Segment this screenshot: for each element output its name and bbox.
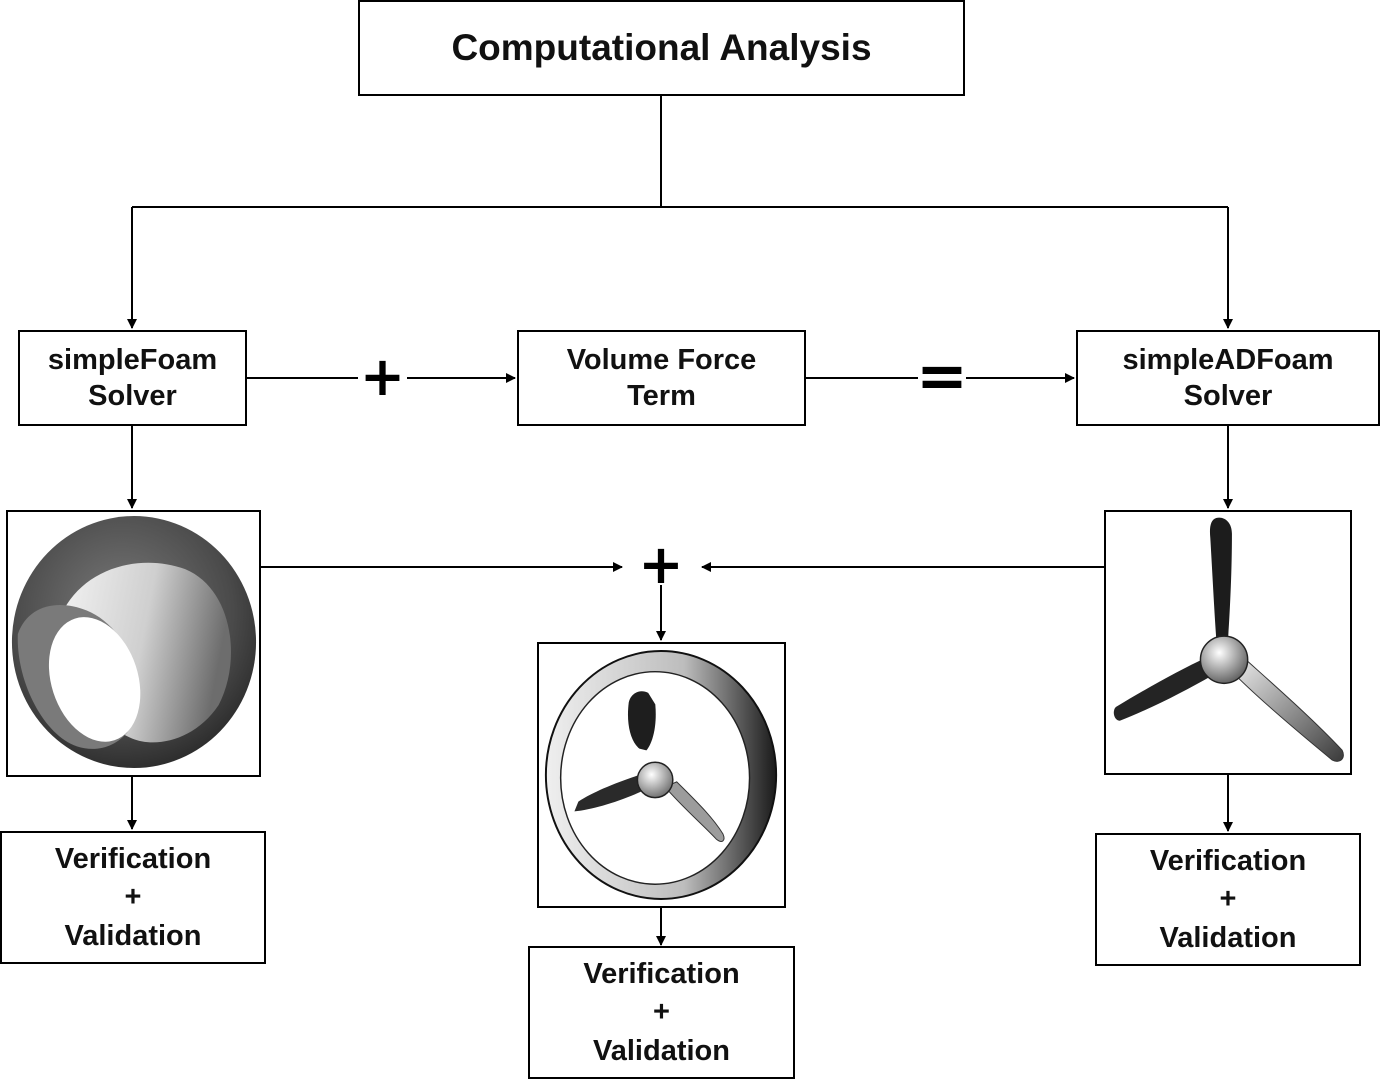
verification-validation-left: Verification + Validation [0, 831, 266, 964]
volume-force-term-box: Volume Force Term [517, 330, 806, 426]
verification-validation-right: Verification + Validation [1095, 833, 1361, 966]
simpleadfoam-solver-box: simpleADFoam Solver [1076, 330, 1380, 426]
simplefoam-line2: Solver [88, 380, 177, 412]
title-text: Computational Analysis [451, 26, 872, 68]
plus-operator-top: + [359, 345, 406, 408]
propeller-image-box [1104, 510, 1352, 775]
duct-image-box [6, 510, 261, 777]
volume-force-line2: Term [627, 380, 696, 412]
vv-middle-line3: Validation [593, 1034, 730, 1067]
propeller-icon [1113, 517, 1344, 762]
simpleadfoam-line1: simpleADFoam [1122, 343, 1334, 376]
ducted-propeller-icon [544, 650, 778, 900]
vv-left-line3: Validation [64, 919, 202, 952]
simplefoam-line1: simpleFoam [47, 343, 218, 376]
duct-icon [11, 516, 257, 769]
vv-right-line3: Validation [1159, 921, 1297, 954]
vv-left-line2: + [124, 881, 142, 914]
plus-operator-bottom: + [638, 533, 684, 596]
simplefoam-solver-box: simpleFoam Solver [18, 330, 247, 426]
simpleadfoam-line2: Solver [1183, 380, 1273, 412]
ducted-propeller-image-box [537, 642, 786, 908]
equals-operator: = [916, 339, 968, 412]
volume-force-line1: Volume Force [566, 343, 757, 376]
vv-right-line2: + [1219, 883, 1237, 916]
vv-right-line1: Verification [1149, 844, 1307, 877]
title-box: Computational Analysis [358, 0, 965, 96]
vv-middle-line2: + [653, 996, 670, 1029]
verification-validation-middle: Verification + Validation [528, 946, 795, 1079]
vv-left-line1: Verification [54, 842, 212, 875]
vv-middle-line1: Verification [583, 957, 740, 990]
